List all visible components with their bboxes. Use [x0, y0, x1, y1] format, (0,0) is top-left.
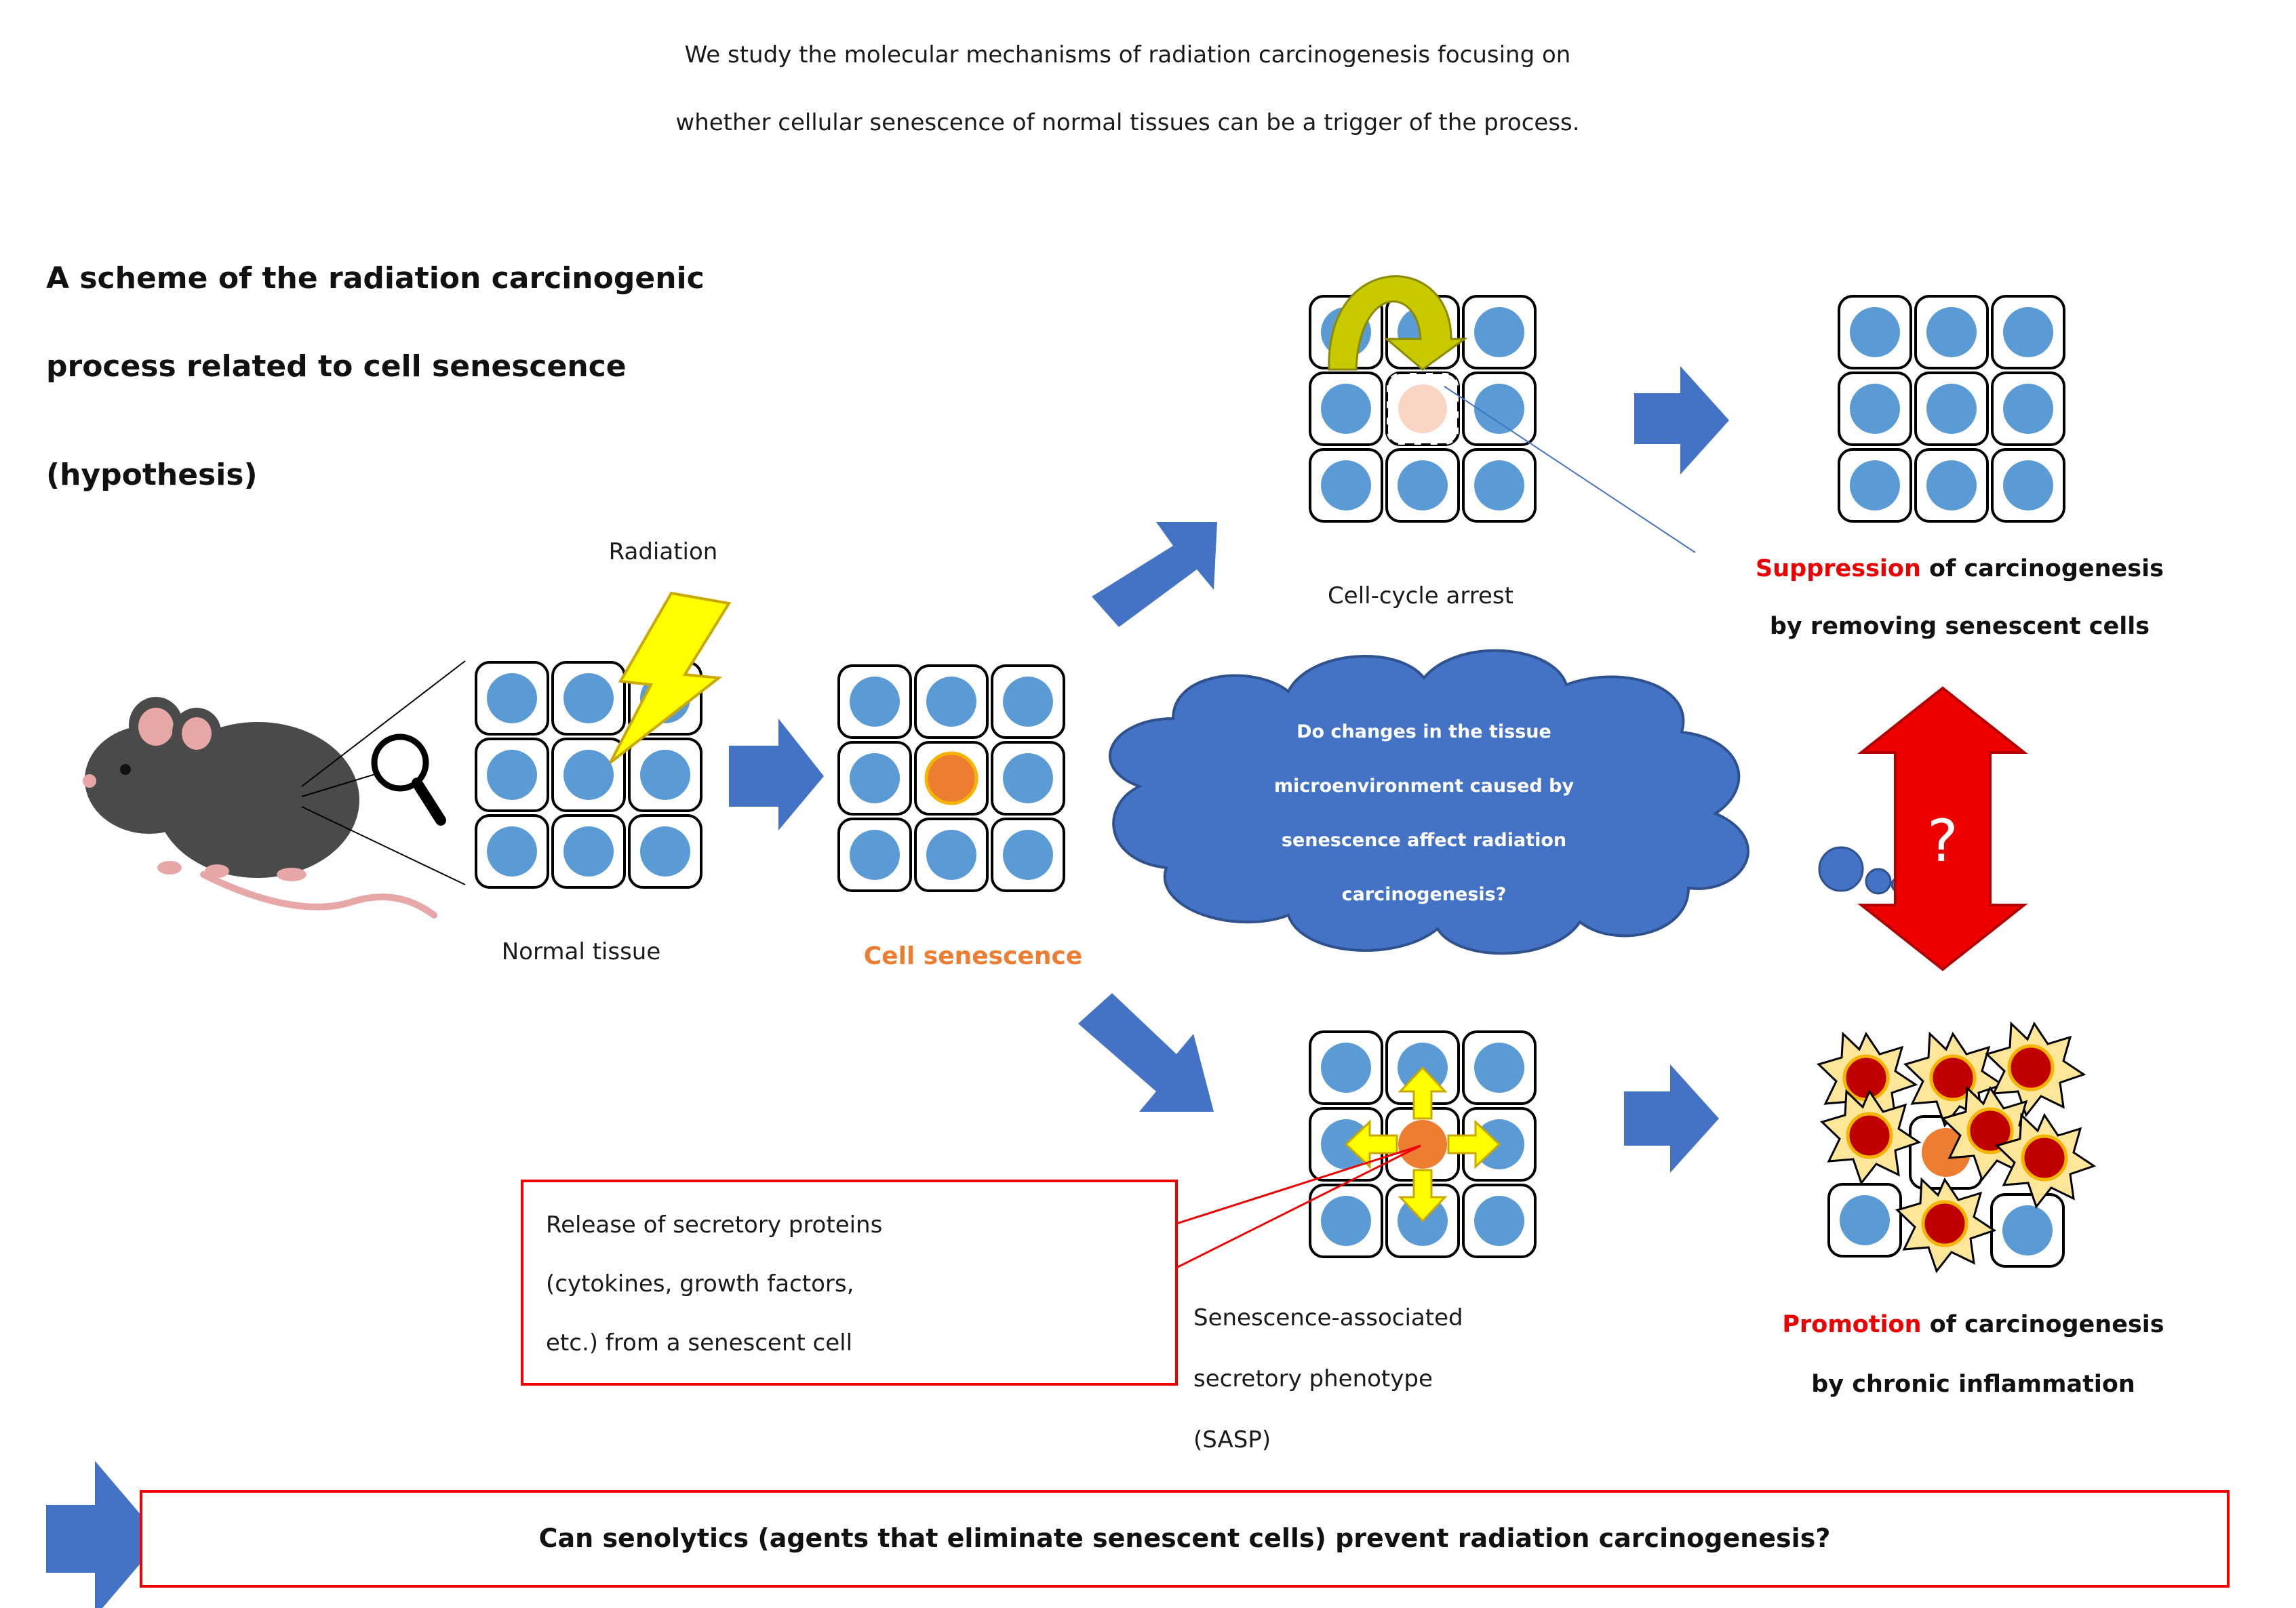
- cloud-line-2: microenvironment caused by: [1274, 776, 1575, 797]
- radiation-label: Radiation: [609, 538, 718, 565]
- arrow-down-right: [1078, 993, 1214, 1112]
- suppression-line-2: by removing senescent cells: [1770, 613, 2150, 640]
- callout-line-3: etc.) from a senescent cell: [546, 1329, 852, 1356]
- title-line-1: A scheme of the radiation carcinogenic: [46, 261, 705, 296]
- double-red-arrow: [1857, 686, 2028, 971]
- magnifier-icon: [301, 660, 466, 885]
- callout-pointer-1: [1176, 1144, 1421, 1225]
- question-mark: ?: [1927, 807, 1958, 875]
- cloud-line-1: Do changes in the tissue: [1297, 721, 1551, 742]
- cell-senescence-label: Cell senescence: [864, 942, 1083, 970]
- bottom-arrow-icon: [46, 1461, 161, 1608]
- title-line-2: process related to cell senescence: [46, 349, 627, 384]
- sasp-line-2: secretory phenotype: [1193, 1365, 1433, 1392]
- intro-line-2: whether cellular senescence of normal ti…: [675, 109, 1579, 136]
- cloud-line-4: carcinogenesis?: [1342, 884, 1507, 905]
- secretion-callout-box: [521, 1180, 1178, 1386]
- thought-cloud: [1109, 649, 1907, 955]
- cloud-line-3: senescence affect radiation: [1282, 830, 1566, 851]
- suppression-grid: [1838, 295, 2065, 523]
- bottom-question-text: Can senolytics (agents that eliminate se…: [539, 1523, 1831, 1553]
- callout-line-2: (cytokines, growth factors,: [546, 1270, 854, 1298]
- suppression-rest: of carcinogenesis: [1921, 555, 2164, 582]
- senescence-grid: [837, 664, 1065, 892]
- callout-pointer-2: [1176, 1144, 1421, 1269]
- intro-line-1: We study the molecular mechanisms of rad…: [685, 41, 1571, 68]
- cell-cycle-arrest-grid: [1309, 295, 1537, 523]
- promotion-rest: of carcinogenesis: [1922, 1311, 2164, 1338]
- removal-curved-arrow: [1328, 275, 1468, 371]
- cell-cycle-arrest-label: Cell-cycle arrest: [1328, 582, 1513, 609]
- promotion-line-2: by chronic inflammation: [1811, 1371, 2135, 1398]
- arrow-to-suppression: [1634, 366, 1729, 475]
- callout-line-1: Release of secretory proteins: [546, 1211, 882, 1239]
- bottom-question-box: [140, 1490, 2230, 1588]
- lightning-bolt-icon: [609, 591, 732, 764]
- pointer-line-senescent: [1444, 386, 1696, 553]
- sasp-line-3: (SASP): [1193, 1426, 1271, 1453]
- suppression-word: Suppression: [1756, 555, 1921, 582]
- secretion-arrows-icon: [1344, 1066, 1501, 1223]
- normal-tissue-label: Normal tissue: [502, 938, 661, 965]
- arrow-to-promotion: [1624, 1064, 1719, 1173]
- mouse-illustration: [83, 697, 437, 919]
- tumor-cluster: [1817, 1021, 2097, 1274]
- title-line-3: (hypothesis): [46, 458, 258, 492]
- sasp-line-1: Senescence-associated: [1193, 1304, 1463, 1331]
- suppression-line-1: Suppression of carcinogenesis: [1756, 555, 2164, 582]
- arrow-up-right: [1092, 522, 1217, 627]
- sasp-grid: [1309, 1030, 1537, 1258]
- promotion-word: Promotion: [1782, 1311, 1921, 1338]
- promotion-line-1: Promotion of carcinogenesis: [1782, 1311, 2164, 1338]
- arrow-to-senescence: [729, 719, 824, 830]
